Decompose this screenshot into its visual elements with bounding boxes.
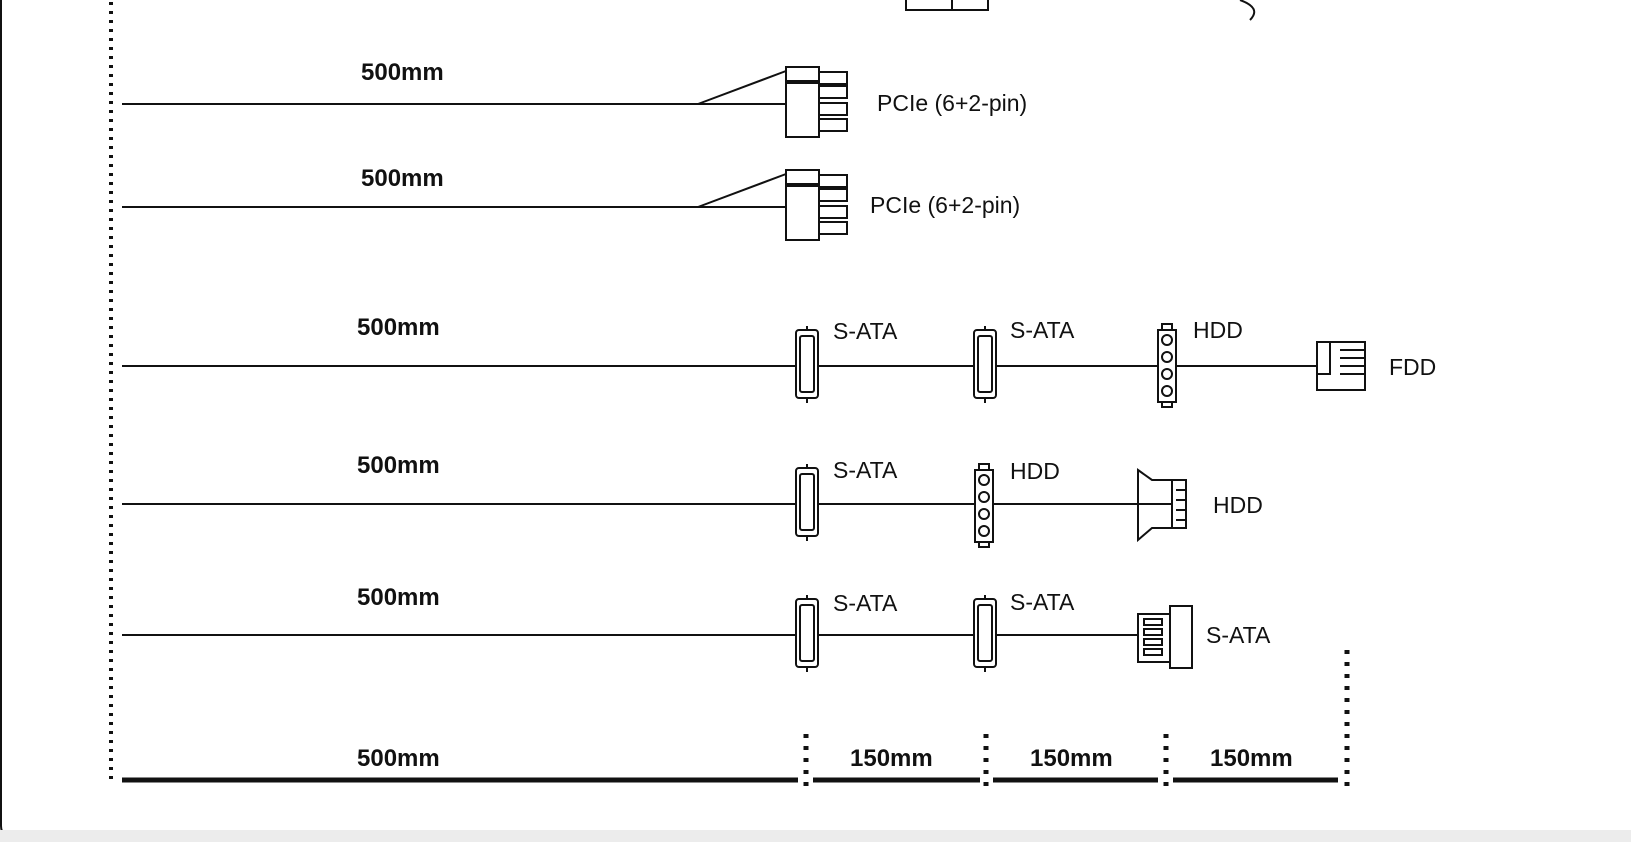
connector-label: PCIe (6+2-pin) xyxy=(877,90,1027,116)
connector-label: S-ATA xyxy=(833,318,898,344)
scale-label: 150mm xyxy=(1030,745,1113,772)
sata-connector-icon xyxy=(795,326,819,403)
cable-wire-split xyxy=(697,70,787,105)
pcie-connector-icon xyxy=(785,66,848,138)
sata-end-connector-icon xyxy=(1137,605,1193,669)
cable-row-5: 500mm S-ATA S-ATA S-ATA xyxy=(122,584,1271,672)
connector-label: HDD xyxy=(1010,458,1060,484)
sata-connector-icon xyxy=(795,595,819,672)
cable-length-label: 500mm xyxy=(357,314,440,341)
fdd-connector-icon xyxy=(1316,341,1366,391)
pcie-connector-icon xyxy=(785,169,848,241)
hdd-end-connector-icon xyxy=(1137,468,1187,543)
molex-hdd-connector-icon xyxy=(1157,323,1177,408)
cable-row-3: 500mm S-ATA S-ATA HDD xyxy=(122,314,1436,408)
bottom-strip xyxy=(0,830,1631,842)
scale-label: 150mm xyxy=(1210,745,1293,772)
connector-label: S-ATA xyxy=(1010,317,1075,343)
cable-length-label: 500mm xyxy=(357,584,440,611)
cable-row-4: 500mm S-ATA HDD HDD xyxy=(122,452,1263,548)
cable-length-label: 500mm xyxy=(361,59,444,86)
connector-label: S-ATA xyxy=(1010,589,1075,615)
cable-row-2: 500mm PCIe (6+2-pin) xyxy=(122,165,1020,241)
scale-label: 500mm xyxy=(357,745,440,772)
cable-length-label: 500mm xyxy=(361,165,444,192)
molex-hdd-connector-icon xyxy=(974,463,994,548)
cropped-connector-icon xyxy=(905,0,1256,21)
cable-wire-split xyxy=(697,173,787,208)
connector-label: HDD xyxy=(1193,317,1243,343)
cable-length-label: 500mm xyxy=(357,452,440,479)
length-scale: 500mm 150mm 150mm 150mm xyxy=(122,650,1350,792)
connector-label: S-ATA xyxy=(833,590,898,616)
connector-label: S-ATA xyxy=(1206,622,1271,648)
cable-row-1: 500mm PCIe (6+2-pin) xyxy=(122,59,1027,138)
connector-label: HDD xyxy=(1213,492,1263,518)
connector-label: FDD xyxy=(1389,354,1436,380)
sata-connector-icon xyxy=(973,326,997,403)
sata-connector-icon xyxy=(795,464,819,541)
sata-connector-icon xyxy=(973,595,997,672)
scale-label: 150mm xyxy=(850,745,933,772)
connector-label: S-ATA xyxy=(833,457,898,483)
connector-label: PCIe (6+2-pin) xyxy=(870,192,1020,218)
